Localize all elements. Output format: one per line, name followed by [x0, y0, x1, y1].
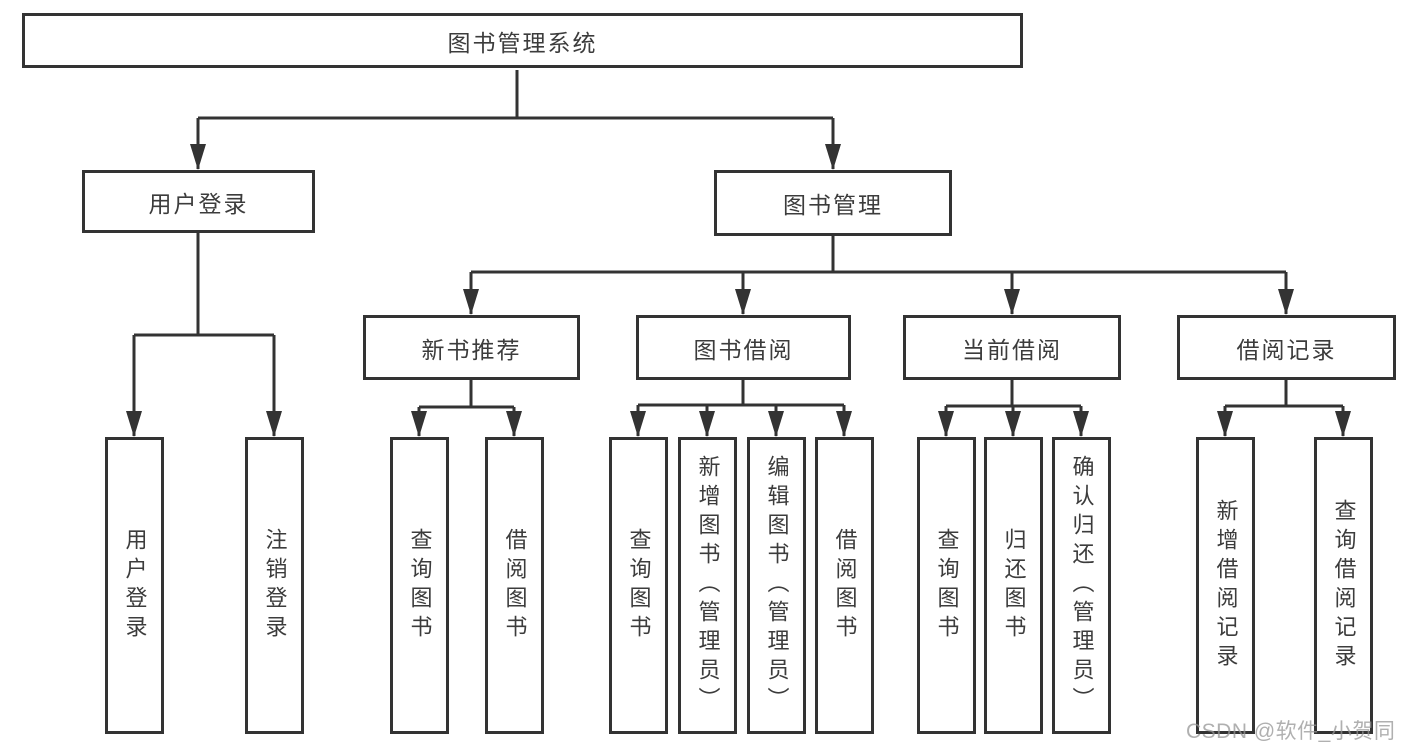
leaf-return-book: 归还图书	[984, 437, 1043, 734]
node-book-management: 图书管理	[714, 170, 952, 236]
leaf-query-book-current: 查询图书	[917, 437, 976, 734]
node-new-book-recommend: 新书推荐	[363, 315, 580, 380]
leaf-label: 借阅图书	[832, 527, 858, 644]
node-current-borrow: 当前借阅	[903, 315, 1121, 380]
node-book-borrow: 图书借阅	[636, 315, 851, 380]
leaf-add-borrow-record: 新增借阅记录	[1196, 437, 1255, 734]
node-library-management-system: 图书管理系统	[22, 13, 1023, 68]
leaf-label: 查询图书	[626, 527, 652, 644]
node-label: 借阅记录	[1236, 336, 1337, 363]
node-user-login: 用户登录	[82, 170, 315, 233]
node-borrow-records: 借阅记录	[1177, 315, 1396, 380]
leaf-query-borrow-record: 查询借阅记录	[1314, 437, 1373, 734]
leaf-label: 用户登录	[122, 527, 148, 644]
node-label: 用户登录	[148, 190, 249, 217]
leaf-label: 归还图书	[1001, 527, 1027, 644]
leaf-borrow-book-borrow: 借阅图书	[815, 437, 874, 734]
leaf-user-login: 用户登录	[105, 437, 164, 734]
leaf-borrow-book-newbook: 借阅图书	[485, 437, 544, 734]
csdn-watermark: CSDN @软件_小贺同学	[1186, 720, 1396, 743]
node-label: 图书管理	[783, 192, 883, 218]
node-label: 新书推荐	[421, 336, 522, 363]
leaf-query-book-borrow: 查询图书	[609, 437, 668, 734]
leaf-label: 查询借阅记录	[1331, 498, 1357, 673]
leaf-label: 查询图书	[934, 527, 960, 644]
leaf-label: 编辑图书（管理员）	[764, 455, 790, 716]
leaf-add-book-admin: 新增图书（管理员）	[678, 437, 737, 734]
node-label: 当前借阅	[962, 336, 1062, 363]
leaf-confirm-return-admin: 确认归还（管理员）	[1052, 437, 1111, 734]
leaf-label: 新增图书（管理员）	[695, 455, 721, 716]
leaf-logout-login: 注销登录	[245, 437, 304, 734]
leaf-label: 注销登录	[262, 527, 288, 644]
leaf-label: 新增借阅记录	[1213, 498, 1239, 673]
leaf-label: 借阅图书	[502, 527, 528, 644]
leaf-edit-book-admin: 编辑图书（管理员）	[747, 437, 806, 734]
leaf-query-book-newbook: 查询图书	[390, 437, 449, 734]
node-label: 图书借阅	[693, 336, 794, 363]
node-label: 图书管理系统	[447, 29, 598, 56]
leaf-label: 确认归还（管理员）	[1069, 455, 1095, 716]
leaf-label: 查询图书	[407, 527, 433, 644]
